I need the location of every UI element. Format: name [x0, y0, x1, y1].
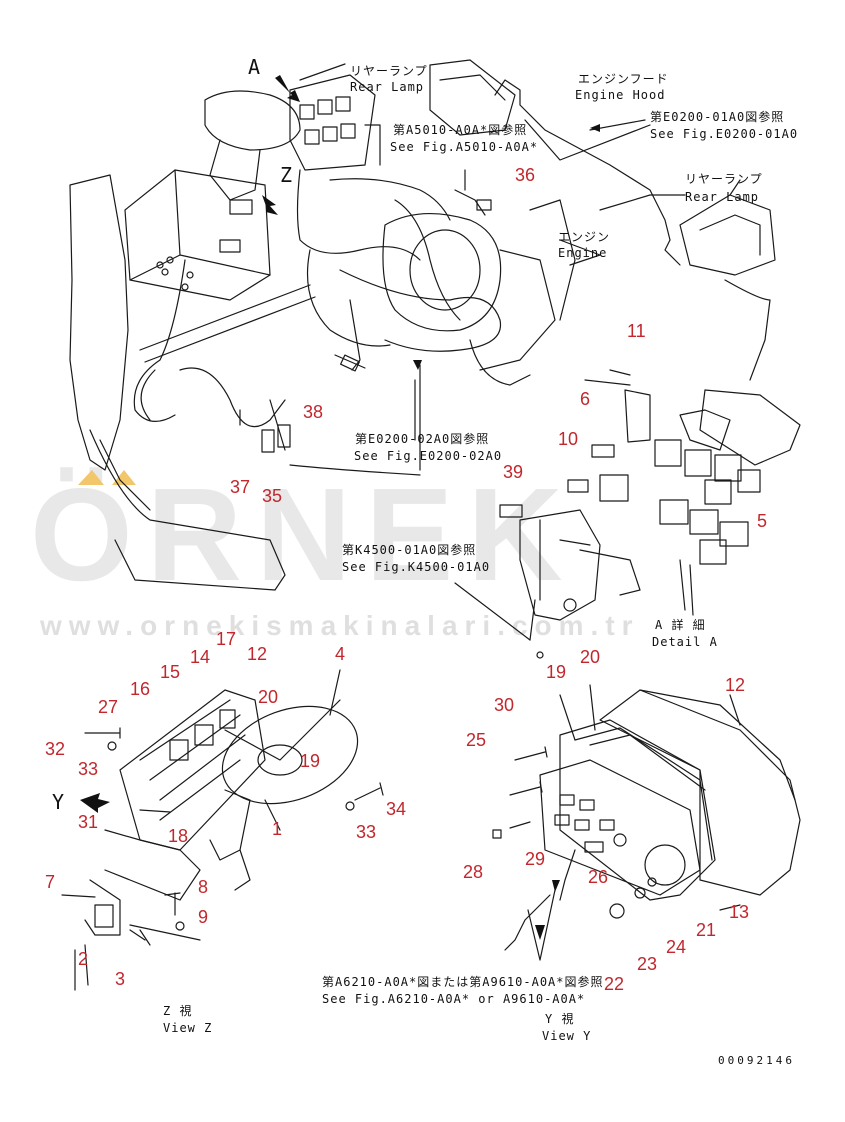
view-y-jp: Y 視: [545, 1012, 575, 1026]
part-number-17: 17: [216, 629, 237, 649]
part-number-24: 24: [666, 937, 687, 957]
watermark-url: www.ornekismakinalari.com.tr: [40, 610, 640, 641]
part-number-4: 4: [335, 644, 346, 664]
arrow-z-icon: [262, 195, 278, 215]
part-number-13: 13: [729, 902, 750, 922]
detail-a-jp: A 詳 細: [655, 618, 706, 632]
rear-lamp-2-jp: リヤーランプ: [685, 172, 763, 186]
arrow-a-label: A: [248, 55, 262, 79]
ref-e0200-02a0-jp: 第E0200-02A0図参照: [355, 432, 490, 446]
part-number-16: 16: [130, 679, 151, 699]
view-z-en: View Z: [163, 1021, 213, 1035]
part-number-32: 32: [45, 739, 66, 759]
part-number-23: 23: [637, 954, 658, 974]
watermark-accent: [78, 470, 136, 485]
part-number-6: 6: [580, 389, 591, 409]
part-number-22: 22: [604, 974, 625, 994]
part-number-38: 38: [303, 402, 324, 422]
part-number-33: 33: [78, 759, 99, 779]
watermark-brand: ÖRNEK: [30, 461, 577, 608]
part-number-10: 10: [558, 429, 579, 449]
view-z: [61, 669, 384, 991]
part-number-29: 29: [525, 849, 546, 869]
engine-hood-jp: エンジンフード: [578, 72, 669, 86]
part-number-39: 39: [503, 462, 524, 482]
part-number-7: 7: [45, 872, 56, 892]
part-number-34: 34: [386, 799, 407, 819]
arrow-a-icon: [275, 75, 300, 102]
view-arrows: [80, 75, 600, 940]
part-number-14: 14: [190, 647, 211, 667]
part-number-28: 28: [463, 862, 484, 882]
part-number-36: 36: [515, 165, 536, 185]
part-number-20b: 20: [580, 647, 601, 667]
part-number-26: 26: [588, 867, 609, 887]
part-number-18: 18: [168, 826, 189, 846]
part-number-25: 25: [466, 730, 487, 750]
view-y-en: View Y: [542, 1029, 592, 1043]
ref-e0200-01a0-en: See Fig.E0200-01A0: [650, 127, 799, 141]
arrow-y-icon: [80, 793, 110, 813]
ref-a6210-en: See Fig.A6210-A0A* or A9610-A0A*: [322, 992, 586, 1006]
part-number-12b: 12: [725, 675, 746, 695]
part-number-12: 12: [247, 644, 268, 664]
part-number-5: 5: [757, 511, 768, 531]
engine-jp: エンジン: [558, 230, 611, 244]
part-number-19b: 19: [546, 662, 567, 682]
ref-e0200-01a0-jp: 第E0200-01A0図参照: [650, 110, 785, 124]
part-number-8: 8: [198, 877, 209, 897]
main-assembly-view: [69, 59, 776, 591]
part-number-30: 30: [494, 695, 515, 715]
part-number-21: 21: [696, 920, 717, 940]
part-number-15: 15: [160, 662, 181, 682]
ref-a5010-jp: 第A5010-A0A*図参照: [393, 123, 528, 137]
engine-en: Engine: [558, 246, 608, 260]
part-number-3: 3: [115, 969, 126, 989]
ref-k4500-en: See Fig.K4500-01A0: [342, 560, 491, 574]
ref-a6210-jp: 第A6210-A0A*図または第A9610-A0A*図参照: [322, 975, 604, 989]
ref-a5010-en: See Fig.A5010-A0A*: [390, 140, 539, 154]
view-z-jp: Z 視: [163, 1004, 193, 1018]
drawing-code: 00092146: [718, 1054, 795, 1067]
part-number-31: 31: [78, 812, 99, 832]
part-number-19: 19: [300, 751, 321, 771]
arrow-y-label: Y: [52, 790, 66, 814]
ref-k4500-jp: 第K4500-01A0図参照: [342, 543, 477, 557]
engine-hood-en: Engine Hood: [575, 88, 666, 102]
ref-e0200-02a0-en: See Fig.E0200-02A0: [354, 449, 503, 463]
rear-lamp-2-en: Rear Lamp: [685, 190, 760, 204]
part-number-2: 2: [78, 949, 89, 969]
part-number-37: 37: [230, 477, 251, 497]
part-number-11: 11: [627, 321, 646, 341]
detail-a-en: Detail A: [652, 635, 718, 649]
detail-a-relay-panel: [454, 369, 801, 659]
view-y: [492, 684, 801, 961]
arrow-z-label: Z: [280, 163, 294, 187]
part-number-27: 27: [98, 697, 119, 717]
rear-lamp-1-en: Rear Lamp: [350, 80, 425, 94]
part-number-33b: 33: [356, 822, 377, 842]
rear-lamp-1-jp: リヤーランプ: [350, 64, 428, 78]
part-number-20: 20: [258, 687, 279, 707]
part-number-1: 1: [272, 819, 283, 839]
part-number-35: 35: [262, 486, 283, 506]
part-number-9: 9: [198, 907, 209, 927]
